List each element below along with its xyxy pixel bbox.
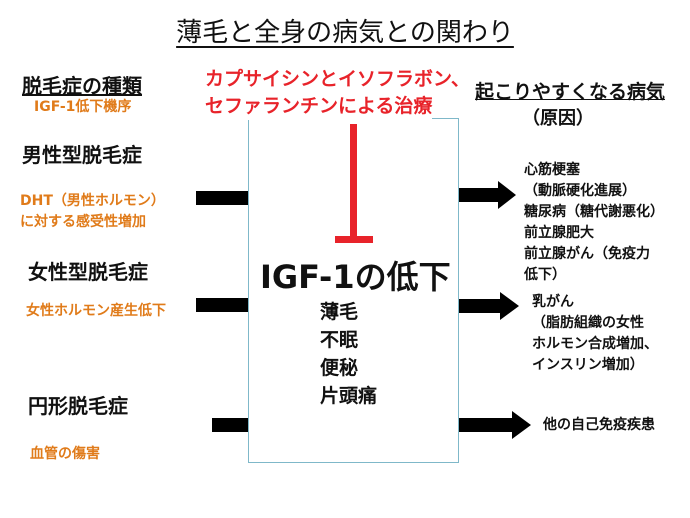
disease-line: 心筋梗塞	[524, 162, 580, 178]
treatment-line: カプサイシンとイソフラボン、	[205, 68, 470, 90]
left-subheader: IGF-1低下機序	[34, 99, 132, 115]
disease-line: 前立腺肥大	[524, 225, 594, 241]
disease-line: （脂肪組織の女性	[532, 315, 644, 331]
disease-group-1: 心筋梗塞 （動脈硬化進展） 糖尿病（糖代謝悪化） 前立腺肥大 前立腺がん（免疫力…	[524, 160, 664, 286]
right-arrow-2	[459, 292, 519, 320]
right-arrow-3	[459, 411, 531, 439]
right-arrow-1	[459, 181, 516, 209]
disease-group-3: 他の自己免疫疾患	[543, 415, 655, 436]
disease-line: ホルモン合成増加、	[532, 336, 658, 352]
cause-line: に対する感受性増加	[20, 214, 146, 230]
treatment-text: カプサイシンとイソフラボン、 セファランチンによる治療	[205, 66, 470, 120]
igf1-decrease-label: IGF-1の低下	[260, 258, 451, 296]
inhibition-bar	[335, 236, 373, 243]
left-header: 脱毛症の種類	[22, 74, 142, 98]
symptom-list: 薄毛 不眠 便秘 片頭痛	[320, 298, 377, 410]
type-female-pattern: 女性型脱毛症	[28, 260, 148, 284]
disease-line: （動脈硬化進展）	[524, 183, 636, 199]
left-arrow-3	[212, 418, 248, 432]
right-header: 起こりやすくなる病気	[475, 81, 666, 103]
cause-male-pattern: DHT（男性ホルモン） に対する感受性増加	[20, 191, 165, 233]
type-alopecia-areata: 円形脱毛症	[28, 394, 128, 418]
symptom-item: 便秘	[320, 357, 359, 379]
disease-line: 他の自己免疫疾患	[543, 417, 655, 433]
disease-group-2: 乳がん （脂肪組織の女性 ホルモン合成増加、 インスリン増加）	[532, 292, 658, 376]
disease-line: 低下）	[524, 267, 566, 283]
disease-line: 乳がん	[532, 294, 574, 310]
left-arrow-1	[196, 191, 248, 205]
disease-line: 糖尿病（糖代謝悪化）	[524, 204, 664, 220]
cause-alopecia-areata: 血管の傷害	[30, 446, 100, 462]
symptom-item: 片頭痛	[320, 385, 378, 407]
left-arrow-2	[196, 298, 248, 312]
cause-line: DHT（男性ホルモン）	[20, 193, 165, 209]
cause-female-pattern: 女性ホルモン産生低下	[26, 303, 166, 319]
treatment-line: セファランチンによる治療	[205, 93, 433, 120]
disease-line: 前立腺がん（免疫力	[524, 246, 650, 262]
right-subheader: （原因）	[522, 108, 594, 129]
symptom-item: 薄毛	[320, 301, 359, 323]
inhibition-line	[350, 124, 357, 236]
type-male-pattern: 男性型脱毛症	[22, 143, 142, 167]
symptom-item: 不眠	[320, 329, 359, 351]
disease-line: インスリン増加）	[532, 357, 644, 373]
page-title: 薄毛と全身の病気との関わり	[176, 18, 514, 48]
